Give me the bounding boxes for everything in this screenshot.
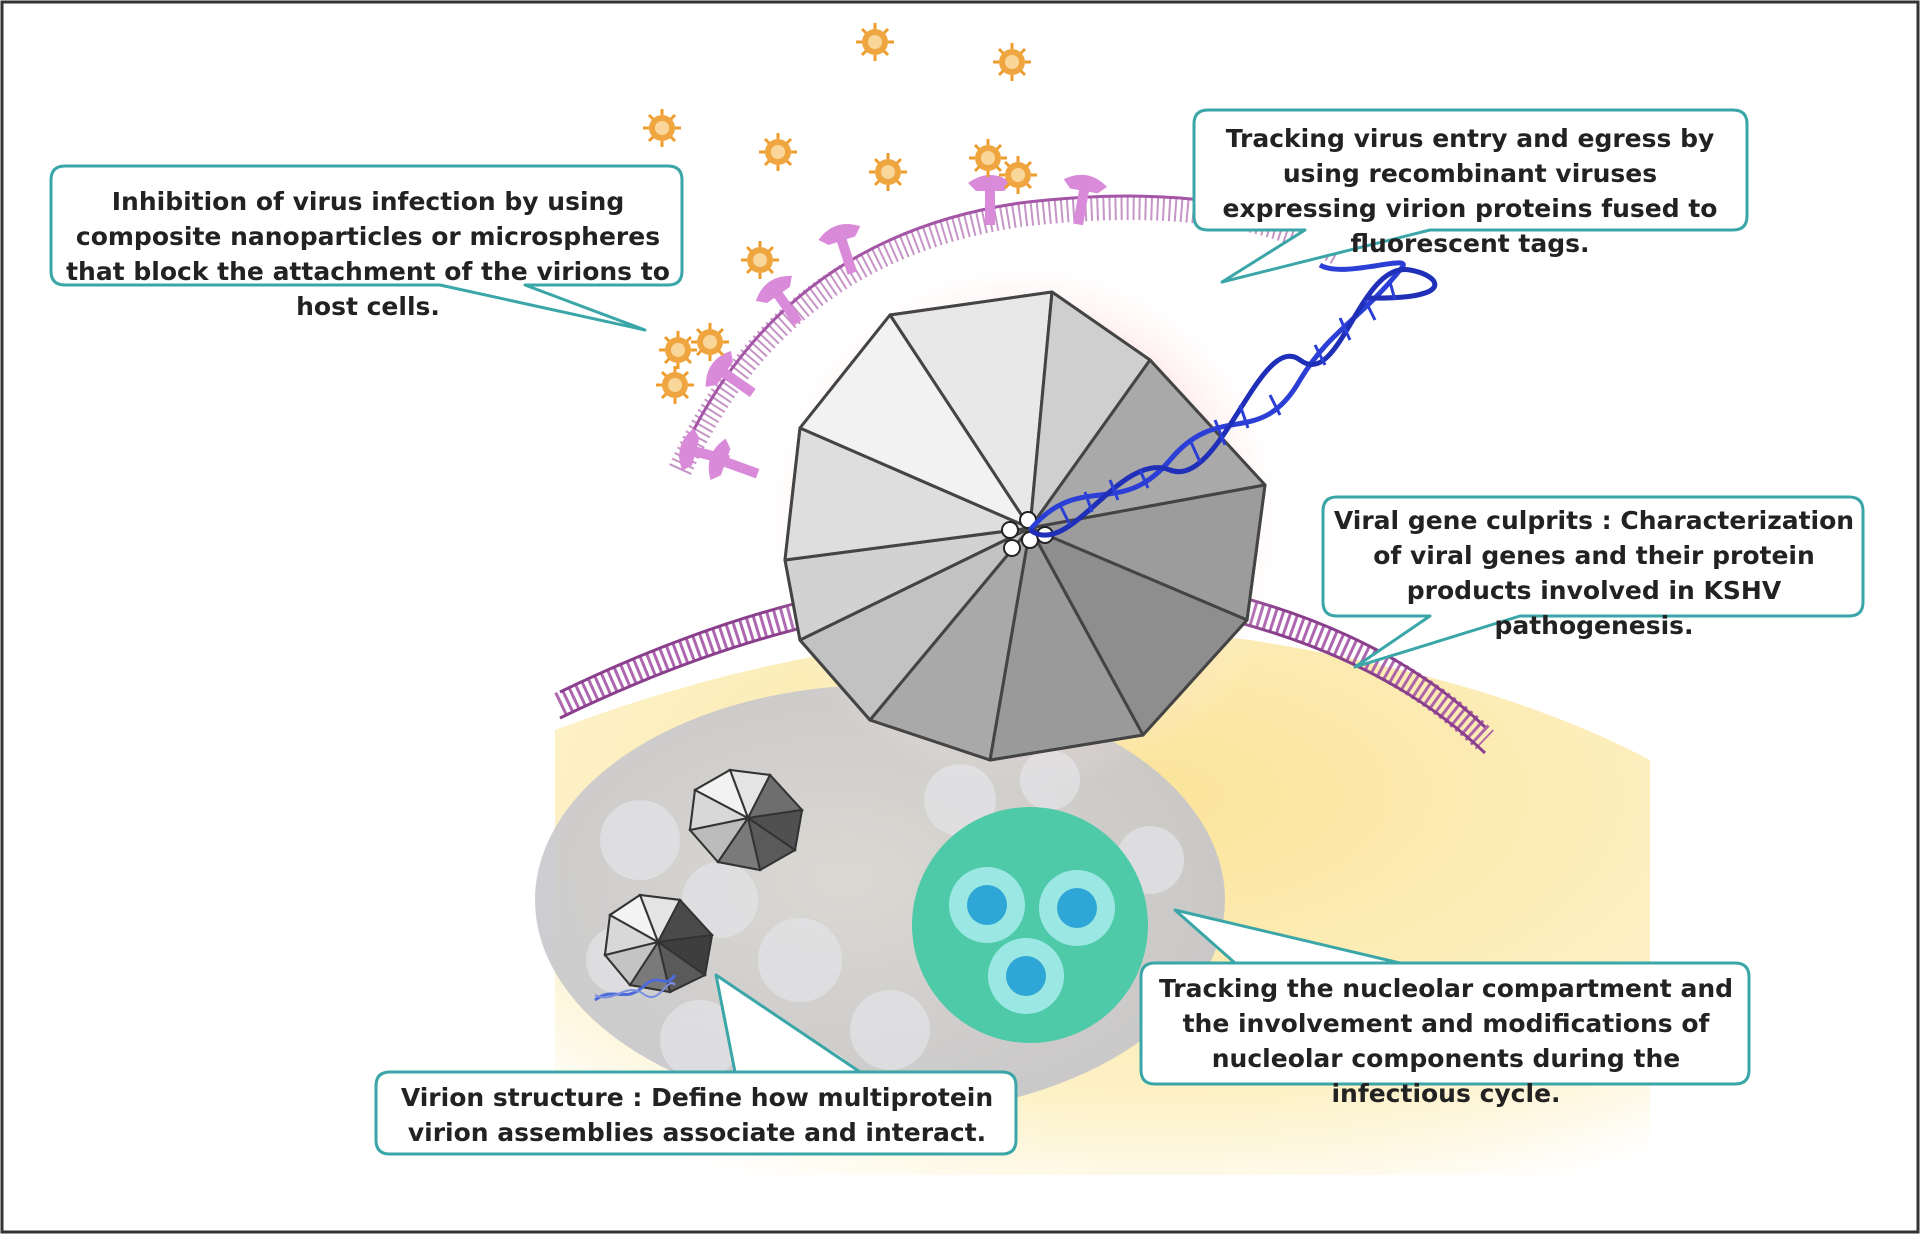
callout-viral-gene-text: Viral gene culprits : Characterization o… bbox=[1333, 506, 1855, 640]
callout-virion-structure-text: Virion structure : Define how multiprote… bbox=[400, 1083, 994, 1147]
portal-icon bbox=[1001, 511, 1054, 557]
callout-box-viral-gene bbox=[1321, 495, 1865, 669]
nucleolus-icon bbox=[912, 807, 1148, 1043]
callout-nucleolar-text: Tracking the nucleolar compartment and t… bbox=[1158, 974, 1734, 1108]
callout-box-tracking-entry bbox=[1192, 108, 1749, 284]
small-capsid-icon bbox=[688, 768, 805, 872]
plasma-membrane bbox=[554, 571, 1494, 750]
callout-tracking-entry-text: Tracking virus entry and egress by using… bbox=[1222, 124, 1718, 258]
callout-box-nucleolar bbox=[1139, 908, 1751, 1086]
callout-box-inhibition bbox=[49, 164, 684, 332]
callout-inhibition-text: Inhibition of virus infection by using c… bbox=[66, 187, 670, 321]
dna-helix-icon bbox=[1028, 260, 1438, 538]
small-capsid-with-dna-icon bbox=[594, 893, 715, 1002]
callout-box-virion-structure bbox=[374, 973, 1018, 1156]
